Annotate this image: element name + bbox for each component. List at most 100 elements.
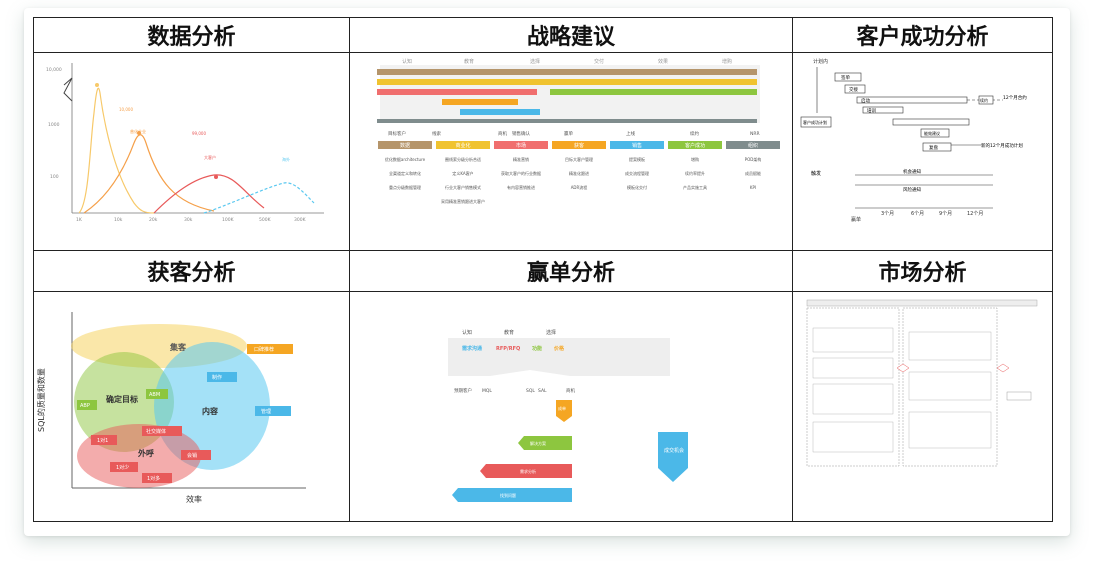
grid-divider [34, 291, 1052, 292]
stage-label: 续约 [690, 130, 699, 137]
win-tag: 需求沟通 [462, 345, 482, 352]
strategy-column-head [668, 141, 722, 149]
win-diagram: 认知 教育 选择 需求沟通 RFP/RFQ 功能 价格 预期客户 MQL SQL… [350, 292, 792, 520]
strategy-column-head [494, 141, 548, 149]
stage-label: 目标客户 [388, 130, 406, 137]
acq-label: 外呼 [138, 448, 154, 458]
acq-tag: 1对少 [116, 464, 129, 471]
strategy-column-label: 销售 [632, 142, 642, 149]
acq-tag: 1对多 [147, 475, 160, 482]
phase-label: 选择 [530, 58, 540, 65]
cs-box: 复盘 [929, 144, 938, 151]
strategy-item: KPI [750, 185, 756, 190]
acq-tag: 会销 [187, 452, 197, 459]
cs-box: 培训 [867, 107, 876, 114]
acq-label: 确定目标 [106, 394, 138, 404]
win-tag: 功能 [532, 345, 542, 352]
stage-label: NRR [750, 131, 760, 137]
acq-tag: ABM [149, 392, 160, 398]
win-lower-stage: 预期客户 [454, 387, 472, 394]
title-customer-success: 客户成功分析 [856, 25, 989, 50]
cs-box: 交接 [849, 86, 858, 93]
strategy-item: 成员赋能 [745, 170, 761, 176]
strategy-item: 续约率提升 [685, 170, 705, 176]
strategy-item: 定义KA客户 [452, 170, 473, 176]
x-tick: 500K [259, 217, 272, 223]
acq-y-label: SQL的质量和数量 [36, 368, 46, 432]
strategy-item: 获取大客户的行业数据 [501, 170, 541, 176]
phase-label: 交付 [594, 58, 604, 65]
acq-x-label: 效率 [186, 494, 202, 504]
strategy-item: 优化数据architecture [385, 156, 426, 162]
acq-tag: 社交媒体 [146, 428, 166, 435]
cs-trigger: 触发 [811, 170, 821, 177]
strategy-item: 模板化交付 [627, 184, 647, 190]
win-lower-stage: SAL [538, 388, 547, 394]
strategy-column-label: 组织 [748, 142, 758, 149]
x-tick: 100K [222, 217, 235, 223]
grid-divider [349, 18, 350, 521]
strategy-item: 采用精准营销跟进大客户 [441, 198, 485, 204]
y-tick: 100 [50, 174, 59, 180]
chart-label: 99,000 [192, 131, 206, 136]
strategy-item: 精准化跟进 [569, 170, 589, 176]
x-tick: 1K [76, 217, 83, 223]
strategy-item: 增购 [691, 156, 699, 162]
strategy-item: 行业大客户销售模式 [445, 184, 481, 190]
chart-label: 海外 [282, 156, 290, 162]
cs-timeline: 赢单 [851, 216, 861, 223]
win-arrow: 需求分析 [520, 468, 536, 474]
x-tick: 30k [184, 217, 193, 223]
win-stage: 认知 [462, 329, 472, 336]
cs-box: 能效建议 [924, 130, 940, 136]
strategy-column-head [378, 141, 432, 149]
win-lower-stage: SQL [526, 388, 535, 394]
cs-timeline: 3个月 [881, 211, 894, 217]
title-win: 赢单分析 [526, 261, 615, 286]
y-tick: 1000 [48, 122, 60, 128]
chart-label: 大客户 [204, 154, 216, 160]
win-arrow: 成单 [558, 405, 566, 411]
strategy-column-head [552, 141, 606, 149]
title-strategy: 战略建议 [526, 25, 615, 50]
strategy-item: 产品实施工具 [683, 184, 707, 190]
cs-notice: 机会通知 [903, 168, 921, 175]
strategy-column-label: 商业化 [455, 142, 470, 149]
customer-success-diagram: 计划内 签单 交接 启动 培训 客户成功计划 能效建议 复盘 续约 12个月合约… [793, 53, 1052, 250]
grid-divider [34, 52, 1052, 53]
strategy-column-label: 获客 [574, 142, 584, 149]
market-flowchart [793, 292, 1052, 520]
strategy-column-label: 客户成功 [685, 142, 705, 149]
strategy-column-head [610, 141, 664, 149]
strategy-item: 有内容营销推进 [507, 184, 535, 190]
stage-label: 销售确认 [512, 130, 530, 137]
phase-label: 教育 [464, 58, 474, 65]
phase-label: 增购 [722, 58, 732, 65]
chart-label: 普化企业 [130, 128, 146, 134]
x-tick: 300K [294, 217, 307, 223]
y-tick: 10,000 [46, 67, 62, 73]
stage-label: 上线 [626, 130, 635, 137]
strategy-column-label: 市场 [516, 142, 526, 149]
acq-tag: 1对1 [97, 437, 108, 444]
win-arrow: 解决方案 [530, 440, 546, 446]
win-stage: 教育 [504, 329, 514, 336]
chart-label: 10,000 [119, 107, 133, 112]
acq-tag: 制作 [212, 374, 222, 381]
win-badge: 成交机会 [664, 447, 684, 454]
win-arrow: 找到问题 [500, 492, 516, 498]
acq-label: 内容 [202, 406, 218, 416]
acq-label: 集客 [169, 342, 187, 352]
acquisition-venn: SQL的质量和数量 效率 集客 确定目标 内容 外呼 口碑推荐 制作 ABP A… [34, 292, 349, 520]
strategy-item: 提案模板 [629, 156, 645, 162]
cs-box: 启动 [861, 97, 870, 104]
cs-right-label: 12个月合约 [1003, 94, 1027, 101]
stage-label: 商机 [498, 130, 507, 137]
cs-box: 签单 [841, 74, 850, 81]
cs-notice: 风险通知 [903, 186, 921, 193]
title-acquisition: 获客分析 [147, 261, 236, 286]
strategy-item: 目标大客户管理 [565, 156, 593, 162]
data-analysis-chart: 10,000 1000 100 1K 10k 20k 30k 100K 500K… [34, 53, 349, 250]
strategy-item: 精准营销 [513, 156, 529, 162]
phase-label: 认知 [402, 58, 412, 65]
